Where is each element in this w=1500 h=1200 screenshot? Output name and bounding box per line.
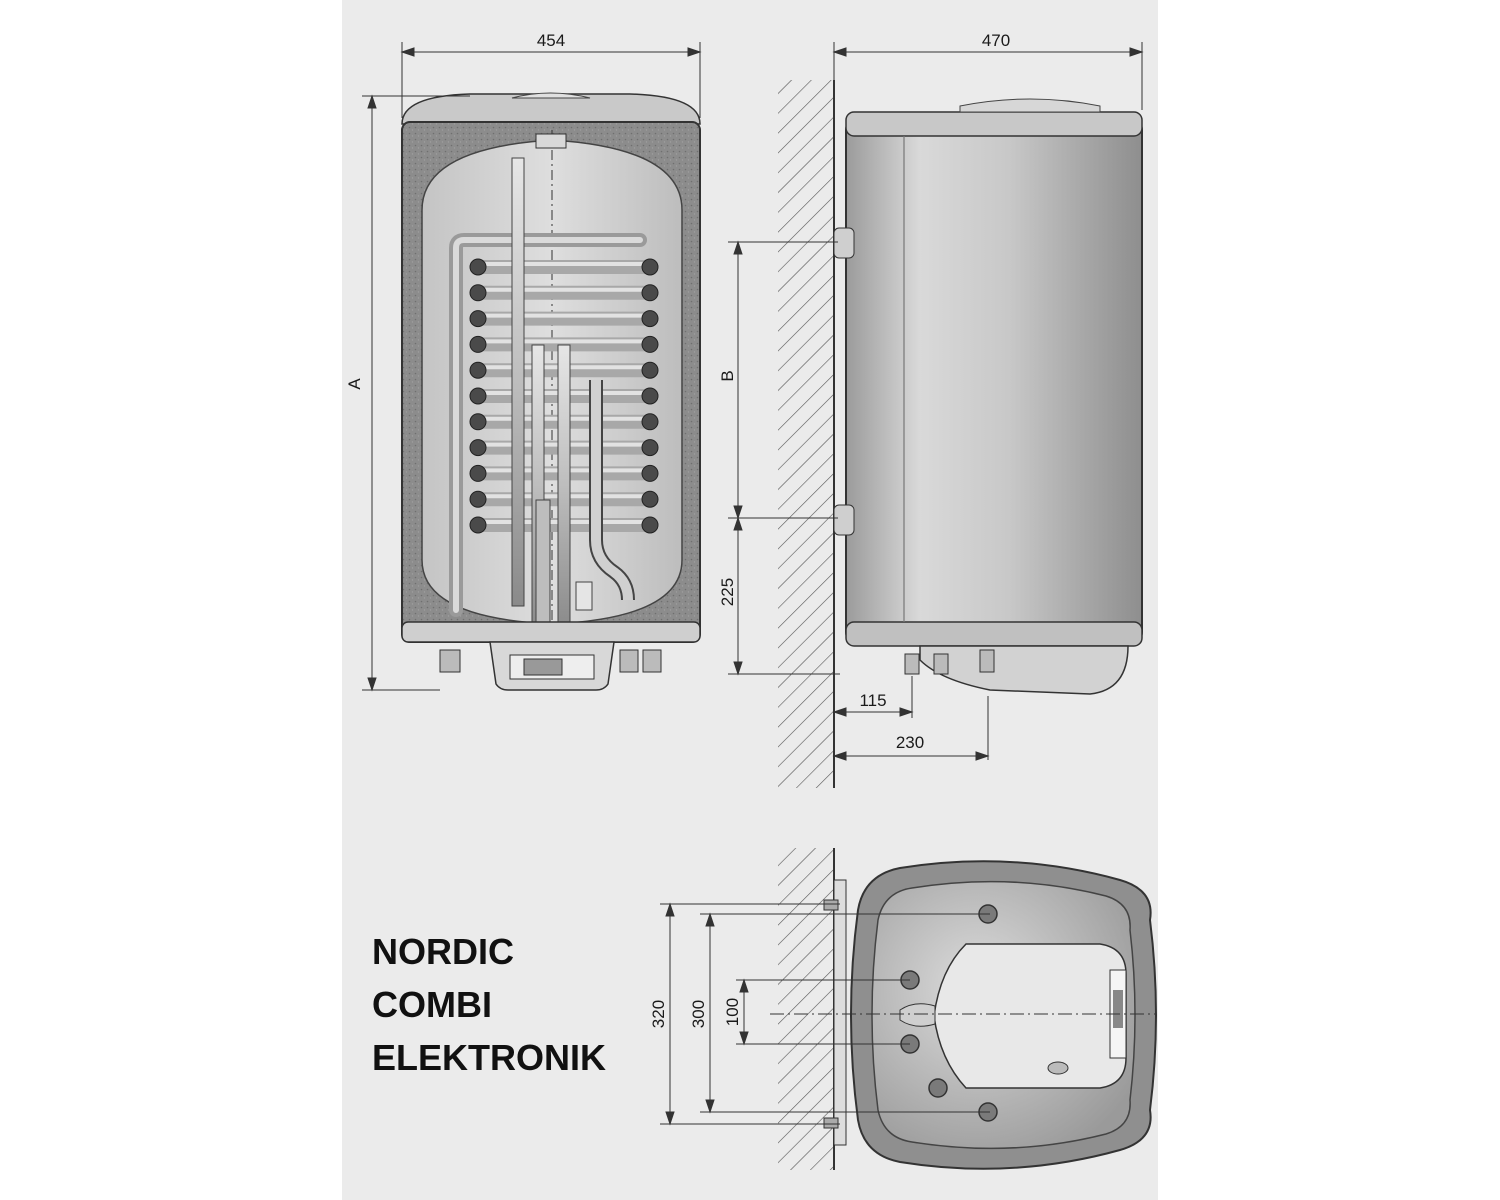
coil-end (641, 361, 659, 379)
dimension-height-label: A (345, 378, 364, 390)
dimension-100-label: 100 (723, 998, 742, 1026)
coil-end (641, 258, 659, 276)
product-title: NORDIC COMBI ELEKTRONIK (372, 931, 606, 1078)
coil-end (469, 361, 487, 379)
coil-end (641, 387, 659, 405)
coil-end (469, 284, 487, 302)
top-view (770, 848, 1157, 1170)
coil-end (469, 490, 487, 508)
dimension-depth-label: 470 (982, 31, 1010, 50)
top-dimension-lines (660, 902, 990, 1126)
dimension-115-label: 115 (859, 691, 886, 710)
coil-end (469, 464, 487, 482)
coil-end (469, 413, 487, 431)
coil-end (641, 413, 659, 431)
title-line-1: NORDIC (372, 931, 514, 972)
dimension-230-label: 230 (896, 733, 924, 752)
coil-end (641, 439, 659, 457)
coil-end (469, 310, 487, 328)
dimension-225-label: 225 (718, 578, 737, 606)
coil-end (469, 387, 487, 405)
coil-end (641, 490, 659, 508)
coil-end (641, 464, 659, 482)
dimension-bracket-spacing-label: B (718, 370, 737, 381)
coil-end (641, 284, 659, 302)
front-dimension-lines (362, 42, 702, 692)
coil-end (641, 310, 659, 328)
coil-end (469, 335, 487, 353)
title-line-3: ELEKTRONIK (372, 1037, 606, 1078)
side-dimension-lines (728, 42, 1144, 761)
dimension-320-label: 320 (649, 1000, 668, 1028)
dimension-width-label: 454 (537, 31, 565, 50)
coil-end (469, 439, 487, 457)
side-view (778, 80, 1143, 788)
title-line-2: COMBI (372, 984, 492, 1025)
coil-end (641, 335, 659, 353)
coil-end (469, 258, 487, 276)
front-section-view (401, 92, 701, 691)
dimension-300-label: 300 (689, 1000, 708, 1028)
coil-end (641, 516, 659, 534)
coil-end (469, 516, 487, 534)
